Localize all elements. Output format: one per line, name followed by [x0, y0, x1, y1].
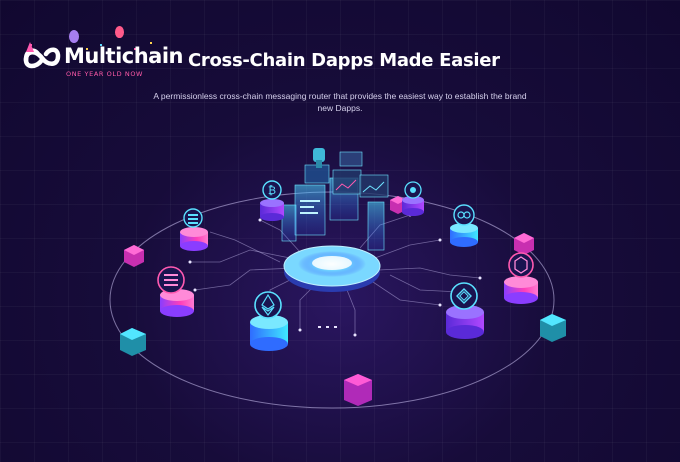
- brand-tagline: ONE YEAR OLD NOW: [66, 70, 144, 78]
- binance-node: [446, 282, 484, 339]
- litecoin-node: [157, 266, 194, 317]
- dashboard-panels: [281, 148, 389, 251]
- page-subtitle: A permissionless cross-chain messaging r…: [153, 91, 527, 113]
- chainlink-node: [450, 204, 478, 247]
- confetti-icon: [134, 48, 136, 50]
- brand-name: Multichain: [64, 44, 184, 68]
- solana-node: [180, 208, 208, 251]
- multichain-logo[interactable]: Multichain ONE YEAR OLD NOW: [22, 26, 184, 86]
- ethereum-node: [250, 291, 288, 351]
- page-title: Cross-Chain Dapps Made Easier: [188, 50, 500, 71]
- confetti-icon: [150, 42, 152, 44]
- svg-text:₿: ₿: [268, 184, 276, 197]
- misc-node: [402, 181, 424, 216]
- balloon-icon: [69, 30, 79, 43]
- decor-cubes: [120, 196, 566, 406]
- confetti-icon: [100, 44, 102, 46]
- balloon-icon: [115, 26, 124, 38]
- multichain-mark-icon: [23, 42, 61, 69]
- confetti-icon: [86, 48, 88, 50]
- bitcoin-node: ₿: [260, 180, 284, 221]
- central-hub: [283, 245, 381, 292]
- polygon-node: [504, 252, 538, 304]
